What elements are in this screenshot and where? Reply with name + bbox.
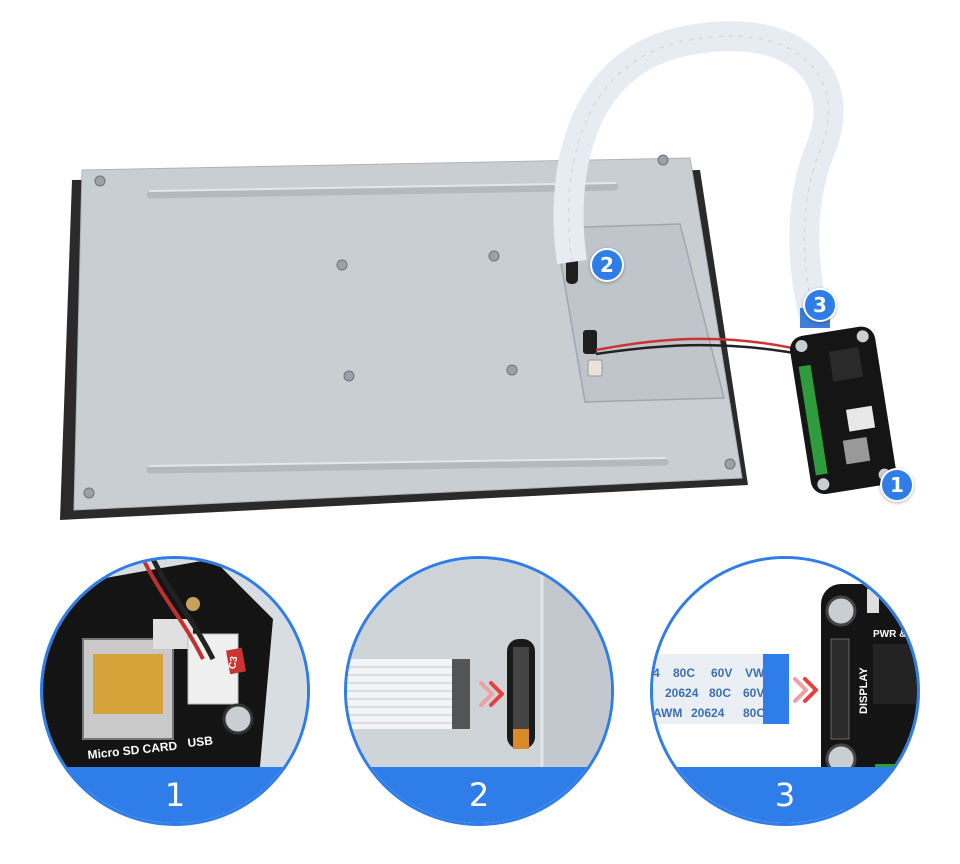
label-c3: C3 [227,655,240,670]
ribbon-print-2b: 80C [709,686,731,700]
panel-ridge-top-hl [149,182,616,192]
label-pwr: PWR & O [873,629,917,640]
ribbon-end [347,659,470,729]
insert-arrow-2 [479,681,504,707]
callout-badge-1: 1 [880,468,914,502]
panel-ridge-bottom [146,458,669,474]
detail-circle-3: 4 80C 60V VW 20624 80C 60V AWM 20624 80C [650,556,920,826]
ribbon-print-2a: 20624 [665,686,699,700]
step-label-1: 1 [43,767,307,823]
panel-ridge-top [146,183,619,199]
panel-power-plug [587,359,603,377]
callout-badge-3: 3 [803,288,837,322]
detail-circle-1: Micro SD CARD USB C3 1 [40,556,310,826]
ribbon-print-1b: 80C [673,666,695,680]
ffc-ribbon-edge [568,35,830,321]
power-cable-red [595,337,811,354]
step-label-3: 3 [653,767,917,823]
ribbon-print-1c: 60V [711,666,732,680]
ribbon-with-print: 4 80C 60V VW 20624 80C 60V AWM 20624 80C [653,654,789,724]
board-edge: PWR & O DISPLAY [821,584,917,809]
label-display: DISPLAY [858,667,870,714]
ribbon-print-3c: 80C [743,706,765,720]
detail-circle-2: 2 [344,556,614,826]
label-usb: USB [187,733,214,750]
main-assembly [60,21,896,520]
ribbon-print-3b: 20624 [691,706,725,720]
callout-badge-2: 2 [590,248,624,282]
panel-ridge-bottom-hl [149,457,666,467]
ribbon-stiffener [763,654,789,724]
ribbon-print-1a: 4 [653,666,660,680]
ribbon-print-2c: 60V [743,686,764,700]
ribbon-print-1d: VW [745,666,765,680]
ribbon-print-3a: AWM [653,706,682,720]
insert-arrow-3 [793,677,818,703]
standoffs [83,154,736,499]
power-cable-black [595,343,811,358]
step-label-2: 2 [347,767,611,823]
panel-power-slot [583,330,597,354]
driver-board [790,326,896,495]
